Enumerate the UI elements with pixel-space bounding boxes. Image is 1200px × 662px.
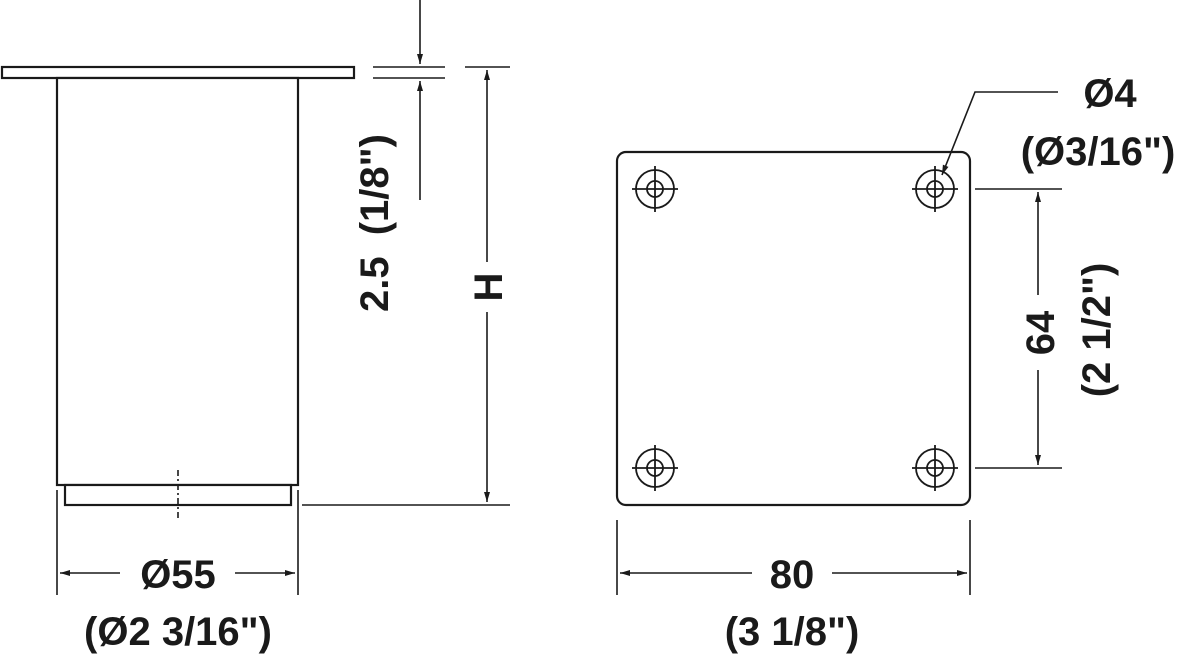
screw-hole-bottom-left	[632, 445, 678, 491]
diameter-label-inches: (Ø2 3/16")	[84, 610, 272, 654]
diameter-label: Ø55	[140, 553, 216, 597]
hole-diameter-label: Ø4	[1083, 72, 1137, 116]
hole-diameter-label-inches: (Ø3/16")	[1021, 130, 1176, 174]
screw-hole-top-left	[632, 166, 678, 212]
hole-spacing-label: 64	[1019, 310, 1063, 355]
screw-hole-bottom-right	[912, 445, 958, 491]
mounting-plate-side	[0, 65, 356, 80]
leg-body	[55, 76, 300, 487]
plate-top-view: Ø4 (Ø3/16") 64 (2 1/2") 80 (3 1/8")	[615, 72, 1176, 654]
mounting-plate-top	[615, 150, 972, 507]
screw-hole-top-right	[912, 166, 958, 212]
height-label: H	[467, 273, 511, 302]
plate-width-label: 80	[770, 553, 815, 597]
thickness-label-inches: (1/8")	[353, 134, 397, 235]
side-view: Ø55 (Ø2 3/16") 2.5 (1/8") H	[0, 0, 511, 654]
thickness-label: 2.5 (1/8")	[353, 134, 397, 312]
plate-width-label-inches: (3 1/8")	[725, 610, 860, 654]
hole-spacing-label-inches: (2 1/2")	[1075, 263, 1119, 398]
hole-leader-line	[941, 91, 1058, 176]
thickness-label-mm: 2.5	[353, 256, 397, 312]
